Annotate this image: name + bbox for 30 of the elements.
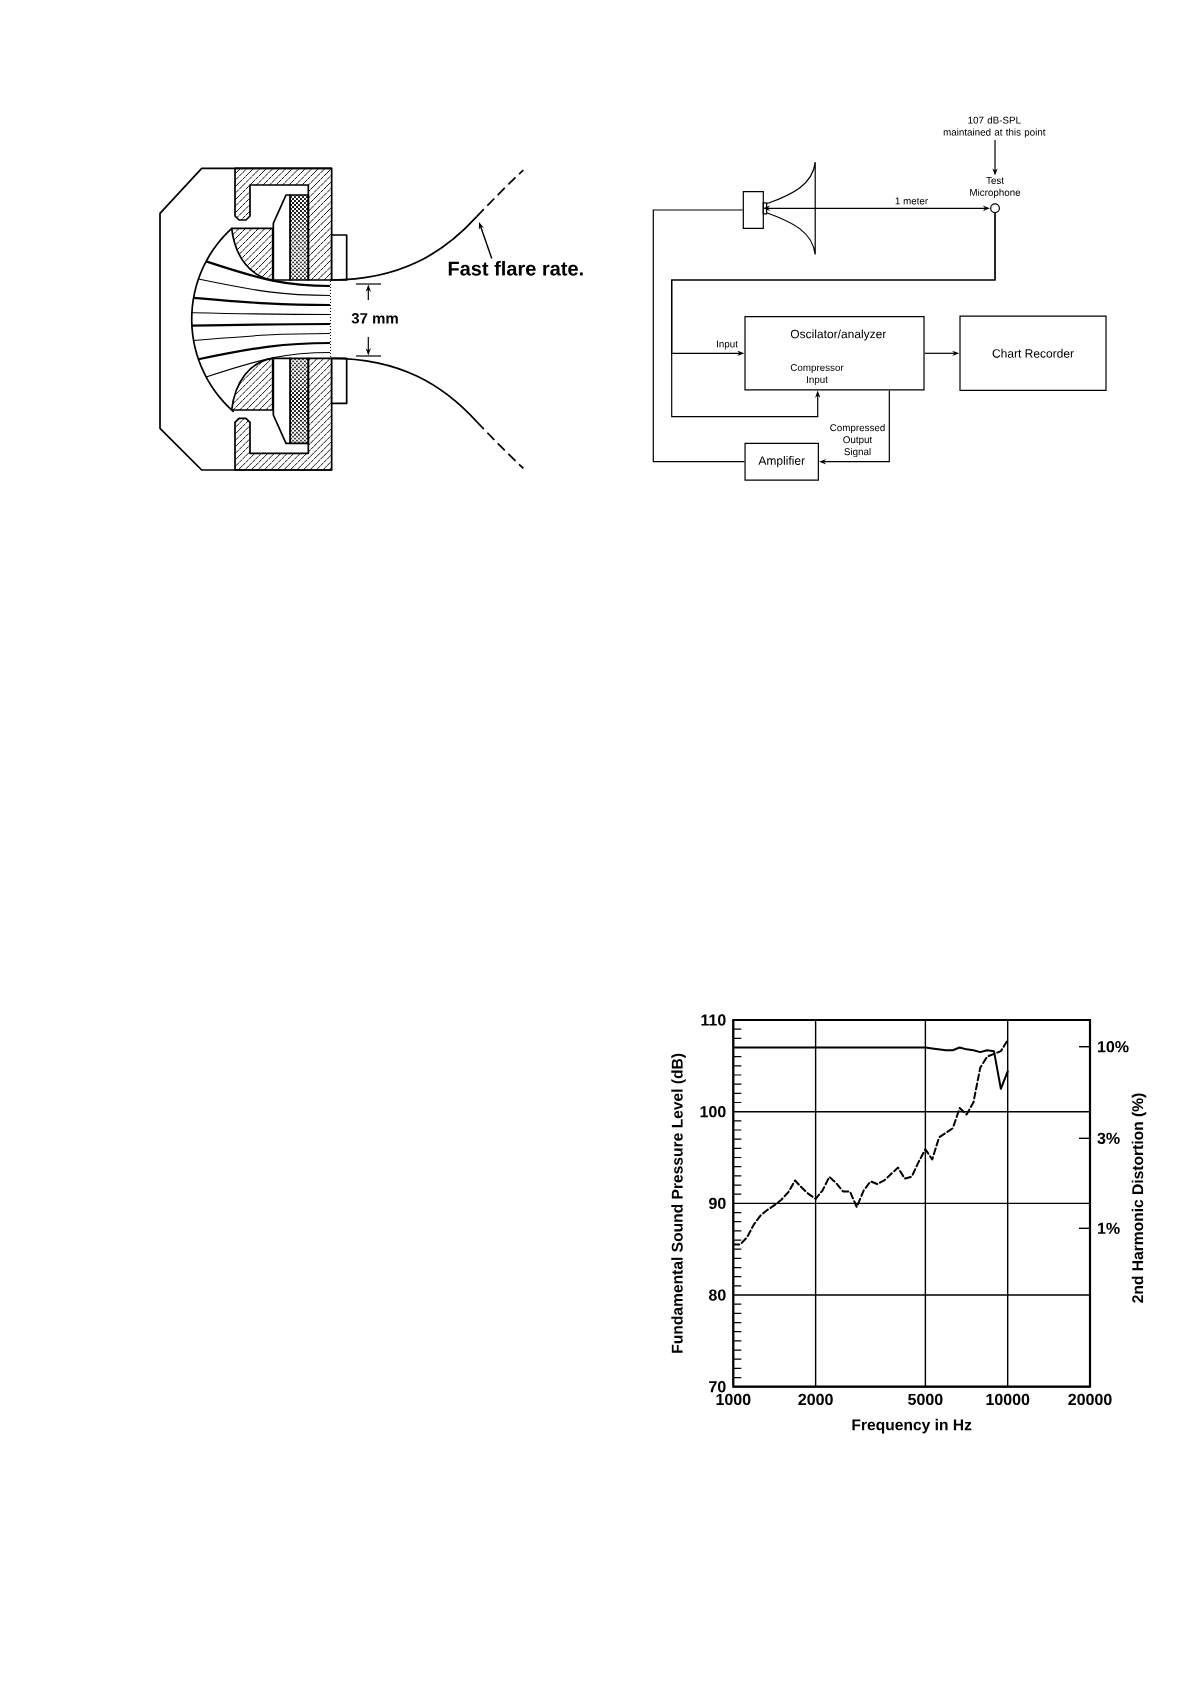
dimension-label: 37 mm — [351, 313, 398, 324]
x-axis-title: Frequency in Hz — [852, 1418, 972, 1434]
driver-box — [742, 191, 764, 229]
x-tick-label: 10000 — [986, 1393, 1030, 1406]
horn-symbol — [762, 161, 816, 256]
connector-line — [652, 209, 746, 463]
edge-label: 1 meter — [893, 196, 930, 206]
axis-title: 2nd Harmonic Distortion (%) — [1131, 1093, 1147, 1303]
edge-label: Compressed Output Signal — [828, 422, 887, 459]
x-tick-label: 5000 — [908, 1393, 943, 1406]
edge-label: Input — [715, 339, 739, 351]
y-tick-label: 70 — [709, 1381, 726, 1393]
y-tick-label: 90 — [709, 1197, 726, 1210]
annotation-label: 107 dB-SPL maintained at this point — [943, 116, 1046, 138]
arrow — [671, 212, 996, 418]
y-axis-title: Fundamental Sound Pressure Level (dB) — [671, 1053, 686, 1353]
y-tick-label: 80 — [708, 1289, 726, 1301]
x-tick-label: 2000 — [798, 1393, 833, 1406]
y-tick-label: 100 — [700, 1106, 726, 1118]
port-label: Compressor Input — [790, 364, 844, 385]
block-box: Amplifier — [744, 442, 819, 481]
y-tick-label: 110 — [701, 1014, 726, 1026]
callout-label: Fast flare rate. — [448, 260, 583, 276]
x-tick-label: 20000 — [1068, 1393, 1112, 1406]
axis-tick-label: 1% — [1098, 1222, 1120, 1234]
axis-tick-label: 10% — [1098, 1041, 1129, 1053]
block-box: Chart Recorder — [959, 315, 1107, 392]
x-tick-label: 1000 — [716, 1393, 751, 1406]
microphone-label: Test Microphone — [970, 177, 1021, 198]
axis-tick-label: 3% — [1097, 1132, 1120, 1144]
